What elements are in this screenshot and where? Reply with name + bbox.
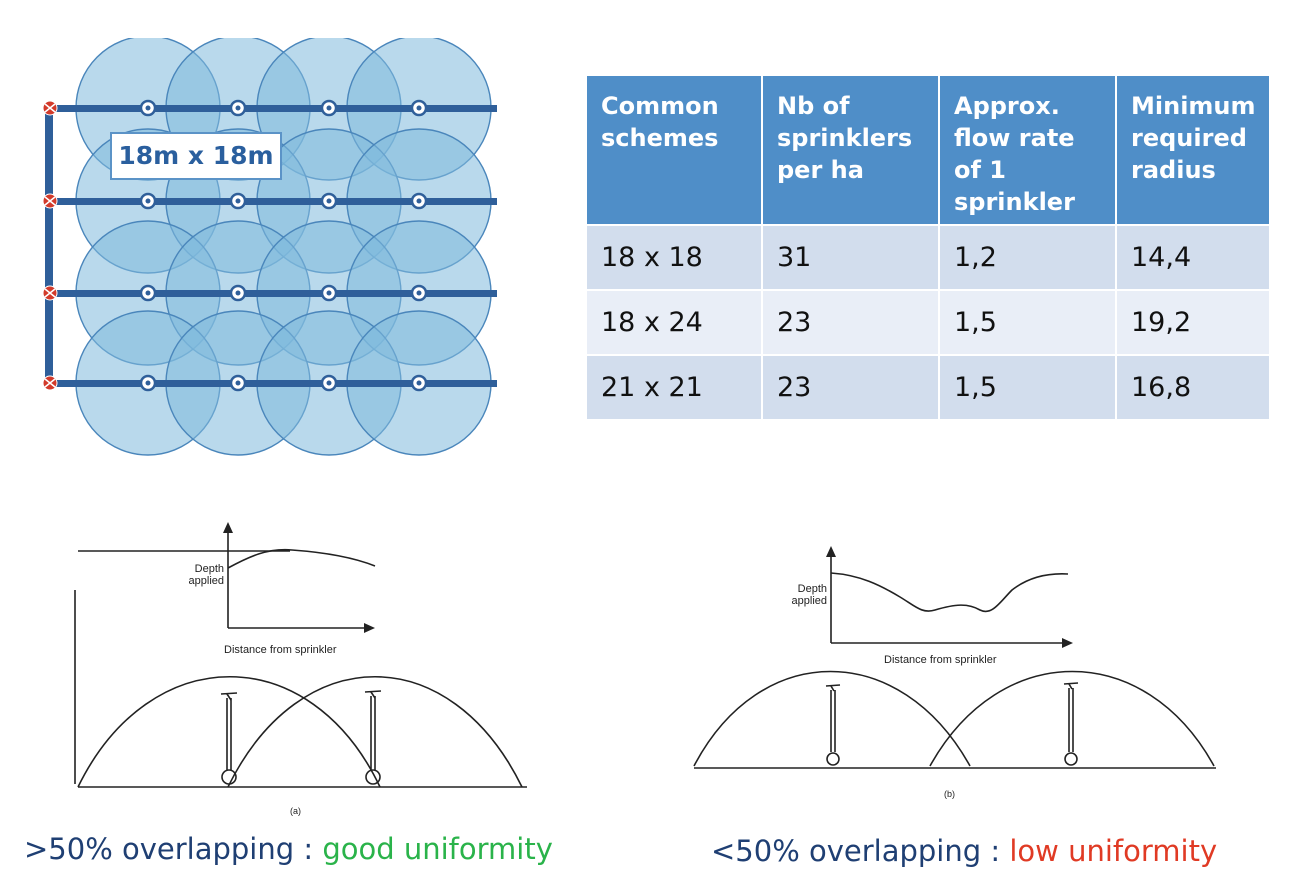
diagram-b-spray-arc-2 [929, 670, 1215, 767]
diagram-b [693, 546, 1216, 769]
cell-scheme: 18 x 18 [585, 224, 763, 291]
lateral-pipes [49, 105, 497, 387]
cell-radius: 14,4 [1115, 224, 1271, 291]
caption-good-uniformity: >50% overlapping : good uniformity [24, 832, 553, 866]
header-minimum-radius: Minimum required radius [1115, 74, 1271, 226]
header-flow-rate: Approx. flow rate of 1 sprinkler [938, 74, 1117, 226]
diagram-a-x-arrow [364, 623, 375, 633]
table-row: 18 x 18 31 1,2 14,4 [585, 224, 1271, 291]
sprinkler-head-icon [410, 192, 428, 210]
cell-radius: 16,8 [1115, 354, 1271, 421]
diagram-b-ylabel: Depth applied [791, 583, 827, 607]
sprinkler-head-icon [139, 99, 157, 117]
diagram-a-sublabel: (a) [290, 806, 301, 816]
valves [42, 100, 58, 391]
cell-nb-sprinklers: 23 [761, 354, 940, 421]
diagram-b-sprinkler-nozzle-2 [1063, 682, 1079, 690]
diagram-a-y-arrow [223, 522, 233, 533]
diagram-a-ylabel: Depth applied [188, 563, 224, 587]
caption-left-prefix: >50% overlapping : [24, 832, 323, 866]
lateral-pipe [49, 105, 497, 112]
sprinkler-head-icon [229, 374, 247, 392]
spacing-label: 18m x 18m [110, 132, 282, 180]
diagram-b-sprinkler-base-2 [1064, 752, 1078, 766]
diagram-a-xlabel: Distance from sprinkler [224, 644, 337, 656]
caption-low-uniformity: <50% overlapping : low uniformity [711, 834, 1217, 868]
diagram-a-spray-arc-2 [227, 675, 523, 788]
diagram-a-sprinkler-nozzle-2 [364, 690, 382, 699]
cell-flow-rate: 1,5 [938, 289, 1117, 356]
diagram-b-y-arrow [826, 546, 836, 557]
sprinkler-head-icon [320, 374, 338, 392]
diagram-b-xlabel: Distance from sprinkler [884, 654, 997, 666]
sprinkler-head-icon [320, 192, 338, 210]
diagram-a-sprinkler-base-2 [365, 769, 381, 785]
diagram-b-x-arrow [1062, 638, 1073, 648]
valve-icon [42, 375, 58, 391]
cell-nb-sprinklers: 31 [761, 224, 940, 291]
caption-left-highlight: good uniformity [322, 832, 553, 866]
lateral-pipe [49, 198, 497, 205]
sprinkler-head-icon [139, 192, 157, 210]
header-nb-sprinklers: Nb of sprinklers per ha [761, 74, 940, 226]
sprinkler-head-icon [410, 284, 428, 302]
diagram-b-sprinkler-base-1 [826, 752, 840, 766]
valve-icon [42, 193, 58, 209]
diagram-a [74, 522, 527, 788]
sprinkler-schemes-table: Common schemes Nb of sprinklers per ha A… [585, 74, 1271, 421]
cell-radius: 19,2 [1115, 289, 1271, 356]
sprinkler-head-icon [229, 192, 247, 210]
diagram-b-sublabel: (b) [944, 789, 955, 799]
sprinkler-head-icon [320, 99, 338, 117]
cell-scheme: 21 x 21 [585, 354, 763, 421]
sprinkler-head-icon [320, 284, 338, 302]
header-common-schemes: Common schemes [585, 74, 763, 226]
sprinkler-head-icon [139, 284, 157, 302]
diagram-b-spray-arc-1 [693, 670, 971, 767]
table-header-row: Common schemes Nb of sprinklers per ha A… [585, 74, 1271, 226]
main-pipe [45, 106, 53, 386]
sprinkler-head-icon [229, 284, 247, 302]
valve-icon [42, 285, 58, 301]
cell-nb-sprinklers: 23 [761, 289, 940, 356]
lateral-pipe [49, 380, 497, 387]
caption-right-prefix: <50% overlapping : [711, 834, 1010, 868]
sprinkler-head-icon [410, 374, 428, 392]
table-row: 18 x 24 23 1,5 19,2 [585, 289, 1271, 356]
sprinkler-head-icon [410, 99, 428, 117]
table-row: 21 x 21 23 1,5 16,8 [585, 354, 1271, 421]
cell-flow-rate: 1,2 [938, 224, 1117, 291]
lateral-pipe [49, 290, 497, 297]
diagram-a-spray-arc-1 [77, 676, 381, 788]
sprinkler-head-icon [139, 374, 157, 392]
valve-icon [42, 100, 58, 116]
cell-flow-rate: 1,5 [938, 354, 1117, 421]
diagram-a-sprinkler-base-1 [221, 769, 237, 785]
caption-right-highlight: low uniformity [1009, 834, 1218, 868]
sprinkler-heads [139, 99, 428, 392]
sprinkler-head-icon [229, 99, 247, 117]
diagram-b-sprinkler-nozzle-1 [825, 684, 841, 692]
diagram-b-depth-curve [830, 572, 1069, 613]
cell-scheme: 18 x 24 [585, 289, 763, 356]
diagram-a-sprinkler-nozzle-1 [220, 692, 238, 701]
diagram-a-depth-curve [227, 548, 376, 569]
